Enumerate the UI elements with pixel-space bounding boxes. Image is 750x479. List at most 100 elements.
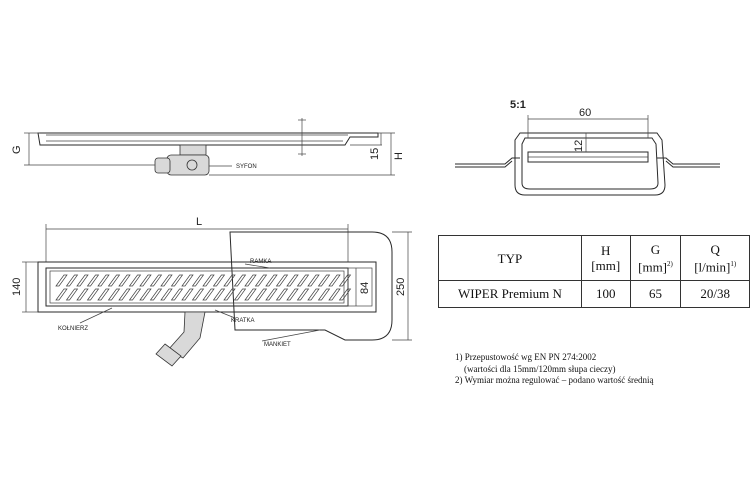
h-dimension-label: H bbox=[393, 152, 405, 160]
section-flange-right-inner bbox=[665, 160, 720, 168]
header-g-name: G bbox=[650, 241, 661, 257]
grate-slot bbox=[254, 288, 268, 301]
end-plate bbox=[347, 267, 373, 307]
kratka-label: KRATKA bbox=[231, 318, 255, 324]
grate-slot bbox=[296, 288, 310, 301]
siphon-outlet bbox=[154, 157, 171, 174]
g-dimension-label: G bbox=[11, 145, 23, 154]
grate-slot bbox=[275, 288, 289, 301]
grate-slot bbox=[328, 274, 341, 287]
grate-slot bbox=[202, 274, 215, 287]
header-g-unit: [mm] bbox=[638, 259, 668, 275]
section-flange-right bbox=[657, 157, 720, 165]
header-q-sup: 1) bbox=[730, 259, 737, 268]
grate-slot bbox=[55, 274, 68, 287]
manket-leader bbox=[261, 329, 321, 342]
ramka-label: RAMKA bbox=[250, 259, 271, 265]
membrane-outline bbox=[229, 231, 393, 341]
outlet-pipe-body bbox=[167, 311, 206, 359]
header-g: G [mm]2) bbox=[629, 235, 682, 281]
grate-slot bbox=[139, 288, 152, 301]
section-flange-left bbox=[455, 157, 520, 165]
cell-g: 65 bbox=[629, 280, 682, 308]
grate-slot bbox=[118, 274, 131, 287]
ramka-leader bbox=[244, 263, 271, 269]
siphon-cap bbox=[186, 159, 198, 171]
header-q-unit-wrap: [l/min]1) bbox=[685, 257, 745, 274]
outlet-pipe-end bbox=[155, 343, 182, 367]
grate-slot bbox=[55, 288, 68, 301]
footnote-2: 2) Wymiar można regulować – podano warto… bbox=[455, 375, 654, 385]
frame-outline bbox=[45, 267, 349, 307]
grate-slot bbox=[160, 274, 173, 287]
grate-slot bbox=[317, 274, 331, 287]
grate-slot bbox=[338, 288, 352, 301]
grate-slot bbox=[181, 274, 194, 287]
grate-slot bbox=[338, 274, 352, 287]
footnote-1b: (wartości dla 15mm/120mm słupa cieczy) bbox=[464, 363, 616, 374]
grate-slot bbox=[65, 274, 79, 287]
grate-slot bbox=[191, 288, 205, 301]
grate-slot bbox=[223, 288, 236, 301]
header-h: H [mm] bbox=[580, 235, 631, 281]
grate-slot bbox=[65, 288, 79, 301]
section-view: 5:1 60 12 bbox=[455, 99, 720, 196]
l-dimension-label: L bbox=[196, 216, 202, 228]
spec-header-row: TYP H [mm] G [mm]2) Q [l/min]1) bbox=[438, 235, 750, 281]
section-flange-left-inner bbox=[455, 160, 513, 168]
siphon-drawing bbox=[154, 144, 210, 176]
grate-slot bbox=[191, 274, 205, 287]
grate-slot bbox=[317, 288, 331, 301]
grate-slot bbox=[149, 288, 163, 301]
header-g-unit-wrap: [mm]2) bbox=[635, 257, 677, 274]
grate-slot bbox=[296, 274, 310, 287]
grate-slot bbox=[160, 288, 173, 301]
syfon-label: SYFON bbox=[236, 164, 257, 170]
grate-slot bbox=[265, 274, 278, 287]
grate-slot bbox=[107, 274, 121, 287]
footnotes: 1) Przepustowość wg EN PN 274:2002 (wart… bbox=[455, 352, 653, 387]
d60-dimension-label: 60 bbox=[579, 107, 591, 119]
cell-q: 20/38 bbox=[680, 280, 750, 308]
grate-slot bbox=[128, 288, 142, 301]
grate-slot bbox=[233, 288, 247, 301]
grate-slot bbox=[212, 274, 226, 287]
outlet-pipe-drawing bbox=[155, 311, 206, 367]
section-trough-inner bbox=[521, 137, 659, 190]
grate-slot bbox=[170, 274, 184, 287]
cell-h: 100 bbox=[580, 280, 631, 308]
grate-slot bbox=[286, 288, 299, 301]
grate-slot bbox=[118, 288, 131, 301]
grate-slot bbox=[107, 288, 121, 301]
d84-dimension-label: 84 bbox=[359, 282, 371, 294]
grate-slot bbox=[307, 288, 320, 301]
header-h-unit: [mm] bbox=[591, 258, 621, 273]
section-trough-outer bbox=[514, 132, 666, 196]
d12-dimension-label: 12 bbox=[573, 140, 585, 152]
footnote-1: 1) Przepustowość wg EN PN 274:2002 bbox=[455, 352, 597, 362]
flange-outline bbox=[37, 261, 377, 313]
top-view: L 140 84 bbox=[11, 216, 412, 367]
grate-slot bbox=[328, 288, 341, 301]
grate-slot bbox=[254, 274, 268, 287]
d250-dimension-label: 250 bbox=[395, 278, 407, 296]
h15-dimension-label: 15 bbox=[369, 148, 381, 160]
grate-slot bbox=[86, 274, 100, 287]
side-view: SYFON G 15 H bbox=[11, 118, 405, 176]
grate-slot bbox=[97, 274, 110, 287]
header-h-name: H bbox=[601, 243, 611, 258]
grate-slot bbox=[149, 274, 163, 287]
grate-outline bbox=[49, 270, 345, 304]
spec-data-row: WIPER Premium N 100 65 20/38 bbox=[438, 280, 750, 308]
siphon-neck bbox=[179, 144, 207, 156]
grate-slot bbox=[212, 288, 226, 301]
grate-slot bbox=[139, 274, 152, 287]
grate-slot bbox=[244, 288, 257, 301]
cell-typ: WIPER Premium N bbox=[438, 280, 582, 308]
grate-slot bbox=[181, 288, 194, 301]
grate-slot bbox=[97, 288, 110, 301]
grate-slot bbox=[265, 288, 278, 301]
header-typ: TYP bbox=[438, 235, 582, 281]
